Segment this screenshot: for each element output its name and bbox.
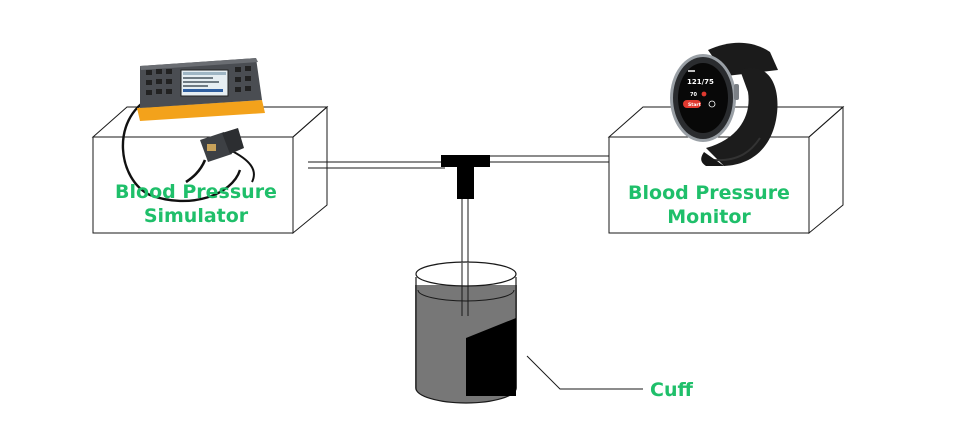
monitor-label-line1: Blood Pressure (628, 182, 790, 204)
watch-reading: 121/75 (687, 78, 714, 86)
simulator-label-line2: Simulator (144, 205, 249, 227)
watch-start-button (683, 100, 701, 108)
simulator-label-line1: Blood Pressure (115, 181, 277, 203)
monitor-label-line2: Monitor (667, 206, 751, 228)
cuff-inner-bladder (466, 318, 516, 396)
smartwatch-image: 121/75 70 Start (670, 42, 778, 166)
cuff-cylinder (415, 261, 517, 404)
horizontal-tube (308, 155, 609, 169)
watch-pulse: 70 (690, 92, 697, 98)
cuff-leader-line (526, 355, 643, 390)
t-connector (441, 155, 490, 199)
simulator-device-image (121, 58, 265, 203)
watch-start-label: Start (688, 102, 702, 108)
cuff-label: Cuff (650, 379, 693, 401)
